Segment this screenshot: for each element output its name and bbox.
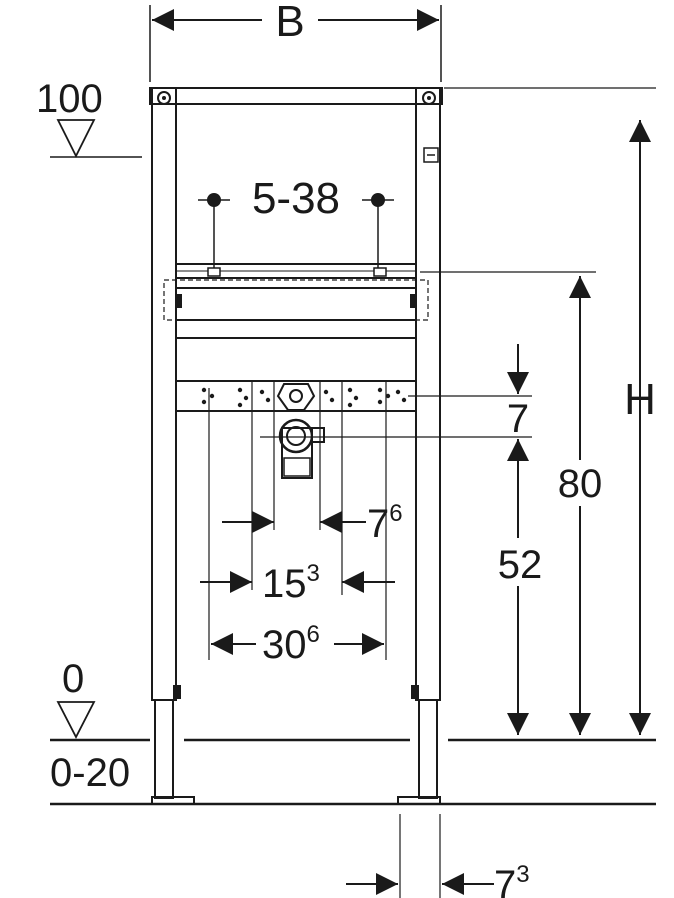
mounting-holes (201, 387, 407, 408)
drain-elbow (278, 418, 325, 479)
width-label: B (275, 0, 304, 46)
outlet-range-label: 5-38 (252, 174, 340, 223)
dim-52-label: 52 (498, 543, 543, 587)
floor-range-label: 0-20 (50, 751, 130, 795)
dim-80-label: 80 (558, 462, 603, 506)
frame (149, 87, 443, 805)
water-outlets: 5-38 (198, 174, 394, 268)
level-zero-label: 0 (62, 657, 84, 701)
height-label: H (624, 375, 656, 424)
dim-15-3-label: 153 (262, 560, 320, 606)
floor-lines (50, 738, 656, 806)
level-top-label: 100 (36, 77, 103, 121)
dim-7-label: 7 (507, 397, 529, 441)
width-dimension: B (149, 0, 442, 82)
offset-dimension: 73 (346, 814, 530, 898)
vertical-dimensions: H 80 7 52 (260, 87, 656, 735)
dim-7-6-label: 76 (367, 500, 403, 546)
dim-30-6-label: 306 (262, 621, 320, 667)
level-mark-top: 100 (36, 77, 142, 159)
level-mark-zero: 0 (56, 657, 96, 739)
dim-7-3-label: 73 (494, 861, 530, 898)
spacing-dimensions: 76 153 306 (200, 380, 403, 667)
